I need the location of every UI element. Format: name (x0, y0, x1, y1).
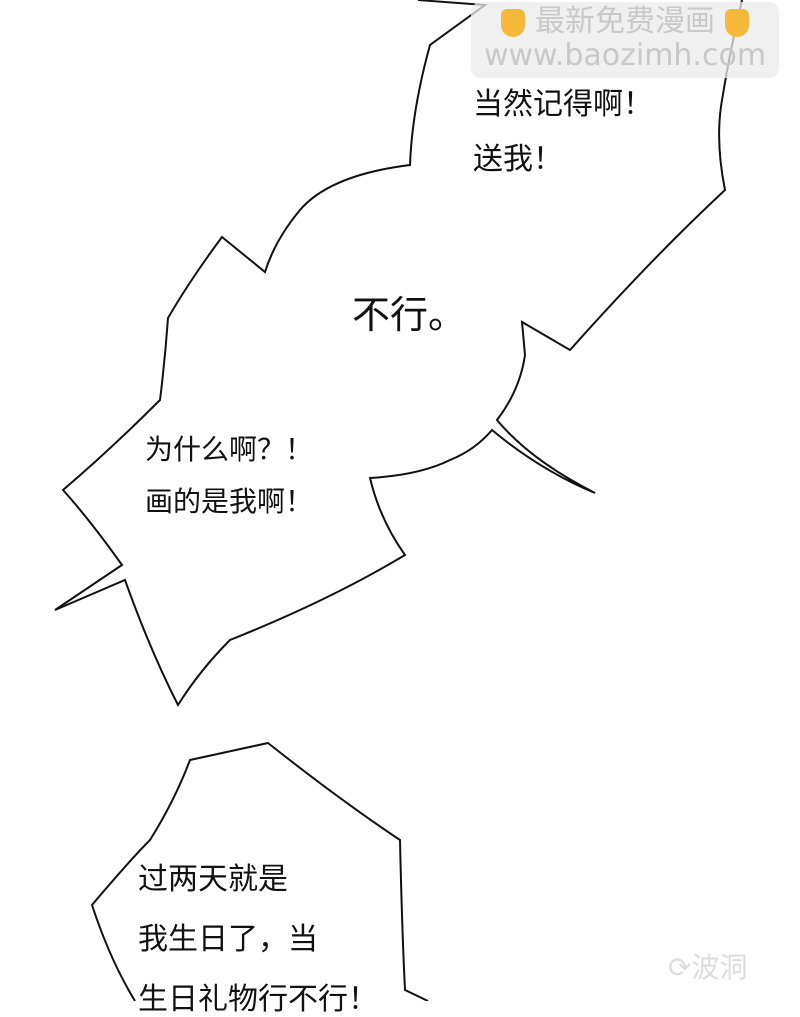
pointing-down-hand-icon (501, 8, 526, 37)
corner-watermark: ⟳波洞 (668, 946, 747, 986)
bubble-text: 画的是我啊！ (145, 485, 314, 518)
corner-watermark-text: 波洞 (691, 951, 748, 984)
bodong-logo-icon: ⟳ (668, 951, 692, 984)
bubble-text: 送我！ (473, 142, 563, 177)
watermark-url: www.baozimh.com (483, 38, 767, 73)
bubble-text: 当然记得啊！ (473, 87, 653, 122)
speech-bubble-bottom-outline (90, 741, 429, 1001)
watermark-banner: 最新免费漫画 www.baozimh.com (471, 2, 779, 78)
pointing-down-hand-icon (724, 8, 749, 37)
speech-bubble-group-outline (54, 0, 743, 708)
bubble-text: 过两天就是 (138, 862, 288, 897)
bubble-text: 不行。 (352, 293, 467, 337)
bubble-text: 我生日了，当 (138, 922, 318, 957)
bubble-text: 为什么啊？！ (145, 433, 314, 466)
watermark-text: 最新免费漫画 (535, 4, 715, 39)
bubble-text: 生日礼物行不行！ (138, 982, 378, 1017)
